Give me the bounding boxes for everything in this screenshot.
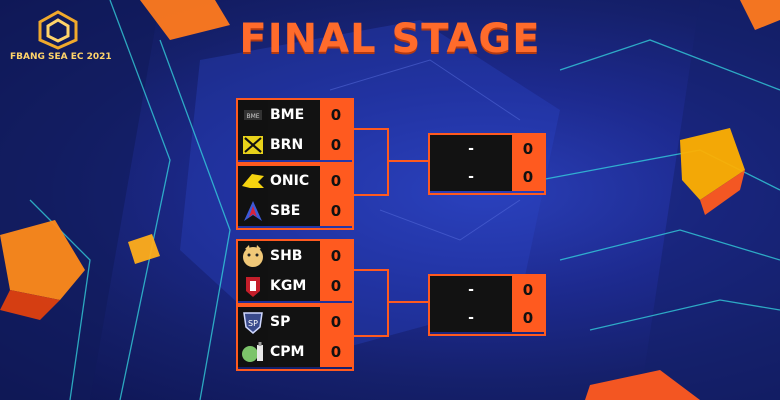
team-row-sp[interactable]: SP SP 0 xyxy=(238,307,352,337)
slot-team-name: - xyxy=(430,163,512,191)
team-name: SBE xyxy=(268,196,320,226)
team-score: 0 xyxy=(320,337,352,367)
onic-logo-icon xyxy=(238,166,268,196)
slot-score: 0 xyxy=(512,135,544,163)
event-logo-icon xyxy=(38,10,77,50)
team-name: BRN xyxy=(268,130,320,160)
next-slot-upper-2[interactable]: - 0 xyxy=(430,163,544,191)
team-score: 0 xyxy=(320,241,352,271)
svg-text:BME: BME xyxy=(246,113,259,120)
kgm-logo-icon xyxy=(238,271,268,301)
team-row-bme[interactable]: BME BME 0 xyxy=(238,100,352,130)
team-row-kgm[interactable]: KGM 0 xyxy=(238,271,352,301)
event-logo: FBANG SEA EC 2021 xyxy=(10,10,112,62)
team-row-shb[interactable]: SHB 0 xyxy=(238,241,352,271)
next-slot-lower-1[interactable]: - 0 xyxy=(430,276,544,304)
team-score: 0 xyxy=(320,307,352,337)
team-row-onic[interactable]: ONIC 0 xyxy=(238,166,352,196)
match-frame-lower-next xyxy=(428,274,546,336)
match-frame-lower-a xyxy=(236,239,354,305)
team-name: ONIC xyxy=(268,166,320,196)
event-logo-text: FBANG SEA EC 2021 xyxy=(10,52,112,62)
team-name: BME xyxy=(268,100,320,130)
match-frame-upper-next xyxy=(428,133,546,195)
match-frame-upper-b xyxy=(236,164,354,230)
team-score: 0 xyxy=(320,100,352,130)
match-frame-lower-b xyxy=(236,305,354,371)
cpm-logo-icon xyxy=(238,337,268,367)
sbe-logo-icon xyxy=(238,196,268,226)
slot-team-name: - xyxy=(430,276,512,304)
team-name: CPM xyxy=(268,337,320,367)
next-slot-upper-1[interactable]: - 0 xyxy=(430,135,544,163)
match-frame-upper-a xyxy=(236,98,354,164)
sp-logo-icon: SP xyxy=(238,307,268,337)
next-slot-lower-2[interactable]: - 0 xyxy=(430,304,544,332)
svg-text:SP: SP xyxy=(248,319,258,328)
team-score: 0 xyxy=(320,196,352,226)
slot-score: 0 xyxy=(512,304,544,332)
brn-logo-icon xyxy=(238,130,268,160)
shb-logo-icon xyxy=(238,241,268,271)
team-score: 0 xyxy=(320,166,352,196)
team-row-brn[interactable]: BRN 0 xyxy=(238,130,352,160)
team-score: 0 xyxy=(320,130,352,160)
team-row-cpm[interactable]: CPM 0 xyxy=(238,337,352,367)
slot-team-name: - xyxy=(430,304,512,332)
team-row-sbe[interactable]: SBE 0 xyxy=(238,196,352,226)
team-name: KGM xyxy=(268,271,320,301)
slot-score: 0 xyxy=(512,163,544,191)
slot-score: 0 xyxy=(512,276,544,304)
team-score: 0 xyxy=(320,271,352,301)
slot-team-name: - xyxy=(430,135,512,163)
page-title: FINAL STAGE xyxy=(239,16,541,62)
team-name: SP xyxy=(268,307,320,337)
bme-logo-icon: BME xyxy=(238,100,268,130)
team-name: SHB xyxy=(268,241,320,271)
